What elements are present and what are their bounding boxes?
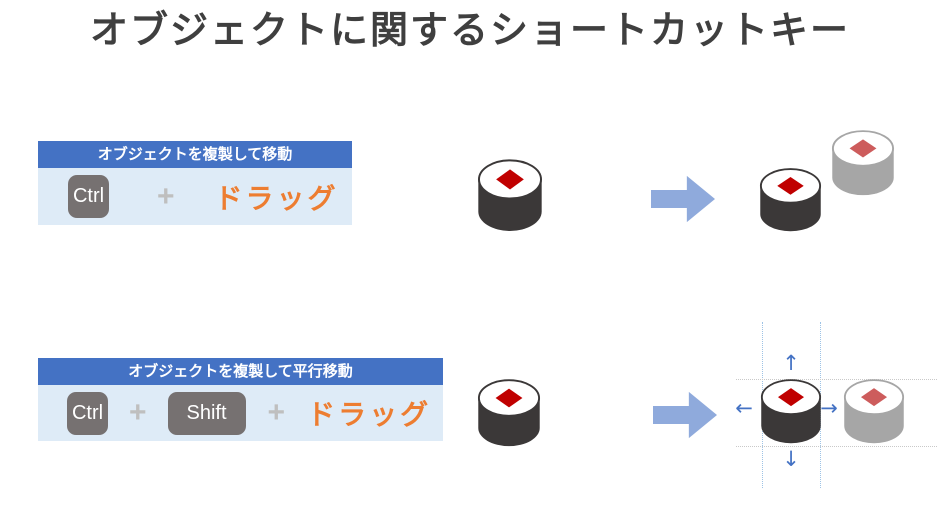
panel-body: Ctrl + ドラッグ	[38, 168, 352, 225]
sushi-cylinder-icon	[759, 168, 822, 232]
sushi-cylinder-icon	[477, 379, 541, 447]
guide-line-horizontal	[736, 379, 937, 380]
down-arrow-icon: ↓	[782, 447, 800, 471]
shortcut-panel-duplicate-move: オブジェクトを複製して移動 Ctrl + ドラッグ	[38, 141, 352, 225]
sushi-cylinder-copy-icon	[831, 130, 895, 196]
shortcut-panel-duplicate-parallel-move: オブジェクトを複製して平行移動 Ctrl + Shift + ドラッグ	[38, 358, 443, 441]
plus-sign: +	[267, 396, 286, 429]
left-arrow-icon: ←	[735, 396, 753, 420]
panel-body: Ctrl + Shift + ドラッグ	[38, 385, 443, 441]
right-block-arrow-icon	[651, 175, 715, 223]
sushi-cylinder-icon	[477, 159, 543, 231]
sushi-cylinder-copy-icon	[843, 379, 905, 444]
sushi-cylinder-icon	[760, 379, 822, 444]
ctrl-keycap: Ctrl	[68, 175, 109, 218]
ctrl-keycap: Ctrl	[67, 391, 108, 435]
right-block-arrow-icon	[653, 391, 717, 439]
drag-action-label: ドラッグ	[307, 399, 432, 430]
guide-line-horizontal	[736, 446, 937, 447]
shift-keycap: Shift	[167, 391, 246, 435]
right-arrow-icon: →	[820, 396, 838, 420]
plus-sign: +	[129, 396, 147, 429]
panel-header: オブジェクトを複製して平行移動	[38, 358, 443, 385]
page-title: オブジェクトに関するショートカットキー	[89, 10, 850, 52]
drag-action-label: ドラッグ	[214, 182, 339, 214]
plus-sign: +	[157, 179, 175, 213]
panel-header: オブジェクトを複製して移動	[38, 141, 352, 168]
up-arrow-icon: ↑	[782, 351, 800, 375]
